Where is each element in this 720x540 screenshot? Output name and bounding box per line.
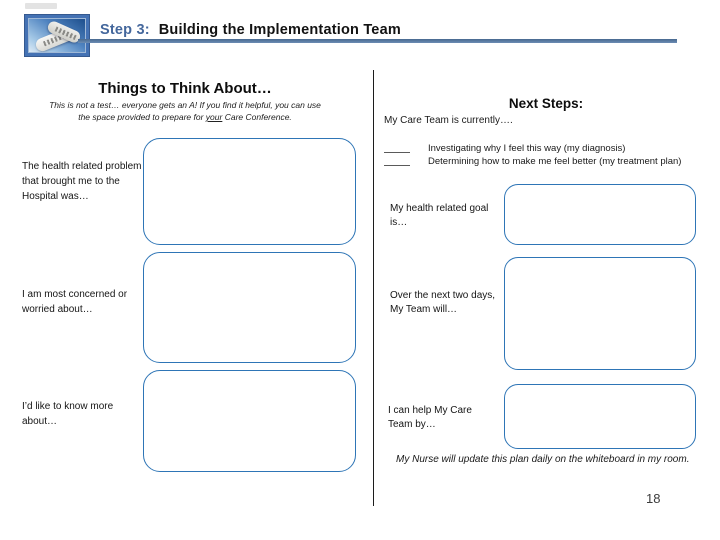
prompt-health-goal: My health related goal is… — [390, 203, 489, 228]
prompt-help-care-team: I can help My Care Team by… — [388, 405, 472, 430]
nurse-footnote: My Nurse will update this plan daily on … — [396, 454, 690, 465]
top-left-artifact — [25, 3, 57, 9]
subtext-line1: This is not a test… everyone gets an A! … — [49, 100, 321, 110]
wristbands-photo-icon — [24, 14, 90, 57]
checklist-item-diagnosis: Investigating why I feel this way (my di… — [428, 143, 626, 154]
think-box-know-more[interactable] — [143, 370, 356, 472]
next-box-two-days[interactable] — [504, 257, 696, 370]
wristbands-photo — [28, 18, 86, 53]
prompt-concerned-about: I am most concerned or worried about… — [22, 289, 128, 315]
think-box-health-problem[interactable] — [143, 138, 356, 245]
check-blank-diagnosis[interactable] — [384, 152, 410, 153]
checklist-item-treatment: Determining how to make me feel better (… — [428, 156, 682, 167]
slide-title: Step 3: Building the Implementation Team — [100, 22, 401, 38]
column-divider — [373, 70, 374, 506]
title-text: Building the Implementation Team — [158, 22, 401, 38]
next-box-health-goal[interactable] — [504, 184, 696, 245]
things-to-think-about-heading: Things to Think About… — [98, 80, 272, 97]
page-number: 18 — [646, 491, 661, 506]
check-blank-treatment[interactable] — [384, 165, 410, 166]
subtext-underlined-word: your — [205, 112, 223, 122]
subtext-line2-post: Care Conference. — [222, 112, 292, 122]
prompt-next-two-days: Over the next two days, My Team will… — [390, 290, 496, 315]
header-underline — [78, 39, 677, 43]
care-team-intro: My Care Team is currently…. — [384, 115, 513, 126]
think-box-concerned[interactable] — [143, 252, 356, 363]
next-box-help-team[interactable] — [504, 384, 696, 449]
things-subtext: This is not a test… everyone gets an A! … — [44, 99, 326, 123]
step-label: Step 3: — [100, 22, 150, 38]
subtext-line2-pre: the space provided to prepare for — [78, 112, 206, 122]
next-steps-heading: Next Steps: — [508, 96, 584, 111]
prompt-health-problem: The health related problem that brought … — [22, 161, 142, 202]
prompt-know-more-about: I’d like to know more about… — [22, 401, 114, 427]
